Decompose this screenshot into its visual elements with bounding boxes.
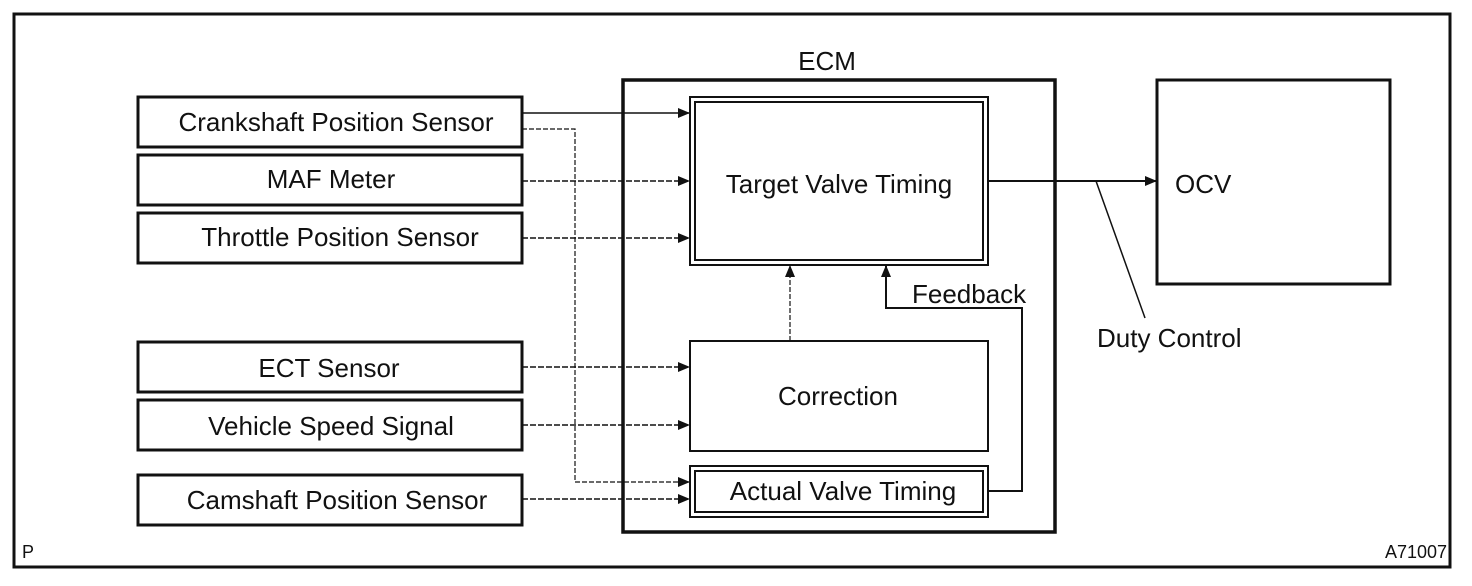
arrow-crankshaft-to-actual — [522, 128, 690, 487]
camshaft-sensor-box — [136, 473, 524, 527]
correction-box — [689, 340, 989, 452]
actual-valve-timing-label: Actual Valve Timing — [729, 476, 957, 506]
target-valve-timing-label: Target Valve Timing — [725, 169, 953, 199]
page-marker: P — [22, 542, 35, 562]
target-valve-timing-inner-border — [694, 101, 984, 261]
ecm-box — [621, 78, 1057, 534]
input-label-ect: ECT Sensor — [258, 353, 400, 383]
figure-code: A71007 — [1385, 542, 1448, 562]
figure-frame — [12, 12, 1452, 569]
input-label-camshaft: Camshaft Position Sensor — [186, 485, 488, 515]
crankshaft-sensor-box — [136, 95, 524, 149]
duty-control-label: Duty Control — [1097, 323, 1242, 353]
duty-control-leader — [1095, 180, 1146, 319]
maf-meter-box — [136, 153, 524, 207]
actual-valve-timing-inner-border — [694, 470, 984, 513]
ocv-label: OCV — [1175, 169, 1232, 199]
input-label-maf: MAF Meter — [266, 164, 396, 194]
correction-label: Correction — [778, 381, 898, 411]
ecm-label: ECM — [798, 46, 856, 76]
feedback-label: Feedback — [912, 279, 1027, 309]
arrow-feedback-loop — [881, 265, 1023, 492]
input-label-crankshaft: Crankshaft Position Sensor — [178, 107, 494, 137]
input-label-throttle: Throttle Position Sensor — [201, 222, 479, 252]
ocv-box — [1155, 78, 1392, 286]
input-label-vss: Vehicle Speed Signal — [208, 411, 454, 441]
